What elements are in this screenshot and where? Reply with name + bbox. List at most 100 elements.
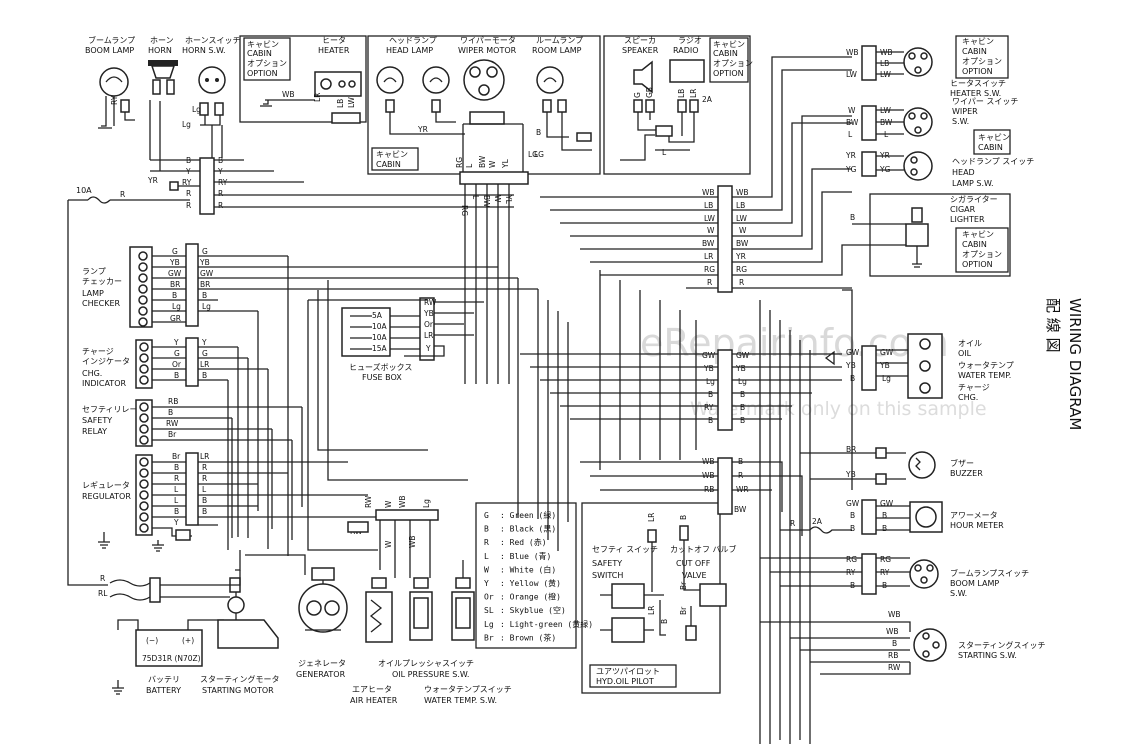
buzzer: BR YB ブザー BUZZER	[800, 445, 983, 485]
svg-text:GW: GW	[880, 499, 894, 508]
svg-text:B: B	[882, 511, 887, 520]
svg-text:LB: LB	[336, 99, 345, 108]
svg-text:ブームランプ: ブームランプ	[88, 35, 135, 45]
svg-text:(+): (+)	[182, 636, 194, 645]
svg-text:WB: WB	[398, 495, 407, 508]
svg-text:レギュレータ: レギュレータ	[82, 481, 130, 490]
svg-text:オプション: オプション	[962, 57, 1002, 66]
svg-text:W: W	[384, 500, 393, 508]
svg-text:RB: RB	[168, 397, 178, 406]
svg-text:RY: RY	[182, 178, 192, 187]
svg-text:WATER TEMP.: WATER TEMP.	[958, 371, 1011, 380]
svg-text:スターティングモータ: スターティングモータ	[200, 674, 280, 684]
svg-text:ホーン: ホーン	[150, 36, 174, 45]
title-jp: 配 線 図	[1044, 298, 1062, 353]
svg-text:BOOM LAMP: BOOM LAMP	[85, 46, 134, 55]
svg-text:BW: BW	[702, 239, 715, 248]
svg-text:ヘッドランプ: ヘッドランプ	[389, 36, 437, 45]
svg-text:GW: GW	[736, 351, 750, 360]
svg-text:GW: GW	[846, 348, 860, 357]
svg-text:YR: YR	[417, 125, 428, 134]
harness-lines	[160, 256, 853, 744]
svg-text:GW: GW	[702, 351, 716, 360]
svg-text:ユアツパイロット: ユアツパイロット	[596, 667, 660, 676]
svg-text:ROOM LAMP: ROOM LAMP	[532, 46, 582, 55]
svg-text:LW: LW	[704, 214, 715, 223]
gauge-connector: GW YB Lg B RY B GW YB Lg B B B	[520, 349, 842, 431]
svg-text:LW: LW	[846, 70, 857, 79]
svg-text:10A: 10A	[372, 333, 388, 342]
svg-text:BW: BW	[482, 195, 491, 208]
svg-text:LR: LR	[647, 606, 656, 615]
svg-text:OIL: OIL	[958, 349, 972, 358]
svg-text:CABIN: CABIN	[962, 47, 987, 56]
legend-name: : White (白)	[500, 564, 556, 574]
svg-text:HORN S.W.: HORN S.W.	[182, 46, 226, 55]
svg-text:B: B	[740, 403, 745, 412]
svg-text:B: B	[882, 524, 887, 533]
svg-text:キャビン: キャビン	[376, 150, 408, 159]
legend-code: B	[484, 525, 489, 534]
svg-text:BR: BR	[170, 280, 180, 289]
svg-text:REGULATOR: REGULATOR	[82, 492, 131, 501]
svg-text:LB: LB	[736, 201, 745, 210]
svg-text:キャビン: キャビン	[962, 230, 994, 239]
svg-text:ルームランプ: ルームランプ	[536, 36, 583, 45]
chg-indicator: チャージ インジケータ CHG. INDICATOR Y G Or B Y G …	[82, 337, 268, 389]
svg-text:R: R	[174, 474, 179, 483]
svg-text:RB: RB	[888, 651, 898, 660]
svg-text:YB: YB	[703, 364, 714, 373]
svg-text:B: B	[174, 507, 179, 516]
svg-text:オイルプレッシャスイッチ: オイルプレッシャスイッチ	[378, 659, 474, 668]
svg-text:GB: GB	[645, 87, 654, 98]
svg-text:セフティリレー: セフティリレー	[82, 405, 138, 414]
svg-text:ジェネレータ: ジェネレータ	[298, 659, 346, 668]
svg-text:OIL PRESSURE S.W.: OIL PRESSURE S.W.	[392, 670, 469, 679]
svg-text:CABIN: CABIN	[978, 143, 1003, 152]
head-lamp-switch: YR YG YR YG ヘッドランプ スイッチ HEAD LAMP S.W.	[845, 151, 1034, 188]
svg-text:Y: Y	[173, 338, 179, 347]
svg-text:バッテリ: バッテリ	[148, 675, 180, 684]
svg-text:ヒータスイッチ: ヒータスイッチ	[950, 79, 1006, 88]
svg-text:SPEAKER: SPEAKER	[622, 46, 659, 55]
svg-text:WB: WB	[886, 627, 899, 636]
svg-text:YL: YL	[501, 158, 510, 169]
svg-text:HEAD LAMP: HEAD LAMP	[386, 46, 433, 55]
svg-text:L: L	[662, 148, 667, 157]
svg-text:キャビン: キャビン	[713, 40, 745, 49]
cabin-lamps-group: キャビン CABIN ヘッドランプ HEAD LAMP ワイパーモータ WIPE…	[367, 35, 601, 175]
svg-text:LW: LW	[347, 97, 356, 108]
svg-text:RW: RW	[424, 298, 437, 307]
svg-text:オイル: オイル	[958, 339, 982, 348]
svg-text:L: L	[174, 496, 179, 505]
svg-text:RELAY: RELAY	[82, 427, 107, 436]
svg-text:エアヒータ: エアヒータ	[352, 685, 392, 694]
water-temp-switch: ウォータテンプスイッチ WATER TEMP. S.W.	[424, 577, 512, 705]
svg-text:チャージ: チャージ	[82, 347, 114, 356]
svg-text:L: L	[471, 195, 480, 200]
svg-text:LR: LR	[424, 331, 433, 340]
svg-text:W: W	[488, 160, 497, 168]
svg-text:BR: BR	[200, 280, 210, 289]
svg-text:CABIN: CABIN	[713, 49, 738, 58]
oil-water-chg-indicators: GW YB B GW YB Lg オイル OIL ウォータテンプ WATER T…	[845, 333, 1014, 402]
svg-text:WB: WB	[888, 610, 901, 619]
svg-text:B: B	[740, 416, 745, 425]
svg-text:Y: Y	[173, 518, 179, 527]
svg-text:LR: LR	[313, 93, 322, 102]
svg-text:BATTERY: BATTERY	[146, 686, 181, 695]
air-heater: エアヒータ AIR HEATER	[350, 577, 398, 705]
svg-text:WIPER MOTOR: WIPER MOTOR	[458, 46, 517, 55]
battery: (−) (+) 75D31R (N70Z) バッテリ BATTERY	[117, 619, 224, 695]
svg-text:ラジオ: ラジオ	[678, 36, 702, 45]
svg-text:RW: RW	[166, 419, 179, 428]
svg-text:LR: LR	[200, 452, 209, 461]
svg-text:アワーメータ: アワーメータ	[950, 511, 998, 520]
svg-text:インジケータ: インジケータ	[82, 357, 130, 366]
svg-text:S.W.: S.W.	[950, 589, 967, 598]
svg-text:WB: WB	[702, 188, 715, 197]
svg-text:B: B	[660, 619, 669, 624]
svg-text:ウォータテンプスイッチ: ウォータテンプスイッチ	[424, 685, 512, 694]
svg-text:SWITCH: SWITCH	[592, 571, 623, 580]
hour-meter: R 2A GW B B GW B B アワーメータ HOUR METER	[780, 499, 1004, 535]
